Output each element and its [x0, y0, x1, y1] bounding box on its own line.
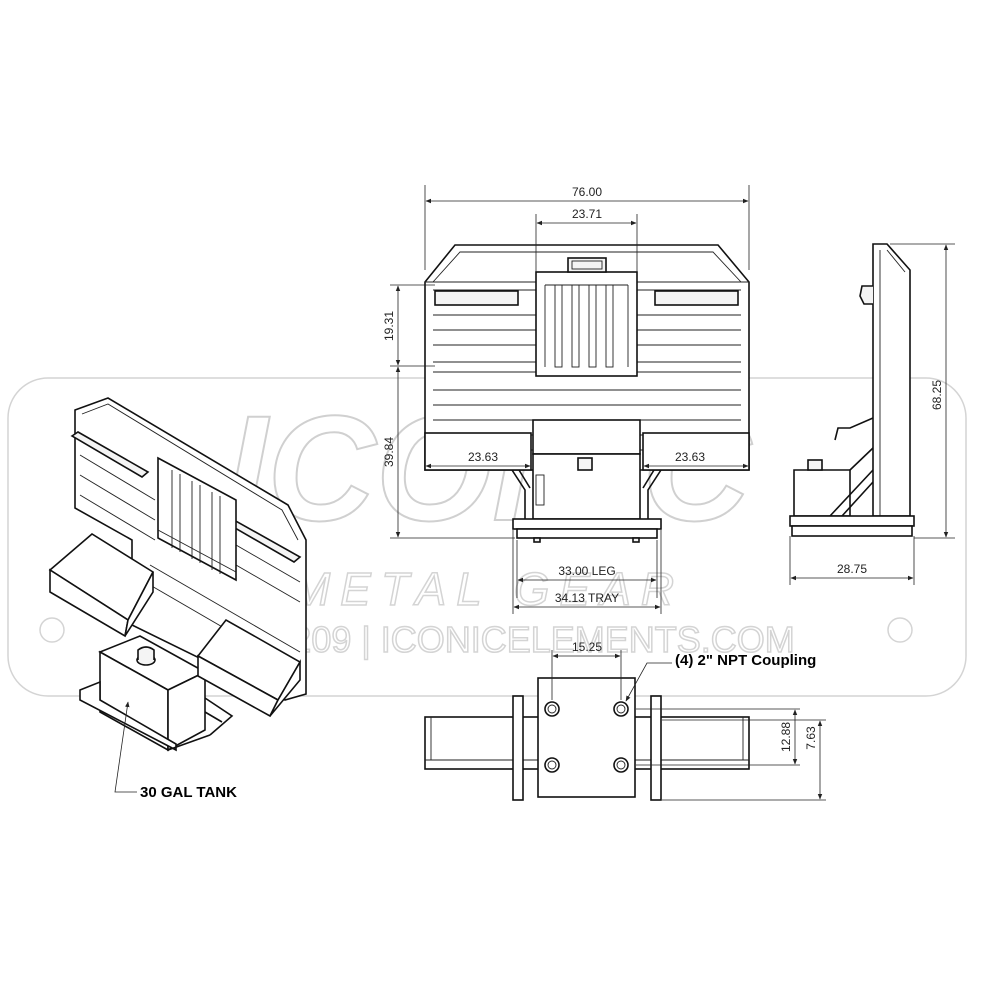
front-light-bar-right: [654, 290, 739, 306]
front-tray: [512, 518, 662, 530]
iso-window-bars: [157, 470, 237, 574]
top-tray-right: [650, 695, 662, 801]
front-leg-left: [511, 469, 531, 519]
side-tank-cap: [807, 459, 823, 471]
dim-tray: 34.13 TRAY: [555, 591, 619, 605]
dim-depth-b: 7.63: [804, 726, 818, 750]
side-tray: [789, 515, 915, 527]
dim-side-height: 68.25: [930, 380, 944, 410]
dim-depth-a: 12.88: [779, 722, 793, 752]
tank-callout: 30 GAL TANK: [114, 701, 237, 801]
dim-right-box: 23.63: [675, 450, 705, 464]
tank-label: 30 GAL TANK: [140, 784, 237, 801]
front-window-bars: [544, 284, 629, 368]
front-tank-cap: [577, 457, 593, 471]
coupling-callout: (4) 2" NPT Coupling: [625, 652, 816, 702]
side-brace: [829, 447, 874, 517]
front-tray-base: [516, 528, 658, 539]
coupling-4: [613, 757, 629, 773]
side-view: [789, 243, 915, 537]
top-dimensions: 15.25 12.88 7.63: [551, 640, 826, 801]
top-couplings: [544, 701, 629, 773]
iso-light-bar-left: [70, 431, 150, 478]
side-dimensions: 68.25 28.75: [789, 243, 955, 585]
iso-center-window: [157, 456, 237, 582]
front-leg-right: [642, 469, 662, 519]
dim-overall-width: 76.00: [572, 185, 602, 199]
side-bracket: [834, 417, 874, 441]
side-tray-base: [791, 525, 913, 537]
top-tank: [537, 677, 636, 798]
front-tank-top: [532, 419, 641, 455]
front-center-window: [535, 271, 638, 377]
dim-leg: 33.00 LEG: [558, 564, 615, 578]
coupling-1: [544, 701, 560, 717]
watermark-dot-left: [39, 617, 65, 643]
side-rack: [872, 243, 911, 517]
side-tank: [793, 469, 851, 517]
front-dimensions: 76.00 23.71 19.31 39.84 23.63 23.63 33.0…: [382, 185, 750, 614]
iso-toolbox-left-side: [124, 571, 154, 637]
coupling-label: (4) 2" NPT Coupling: [675, 652, 816, 669]
watermark-dot-right: [887, 617, 913, 643]
top-tray-left: [512, 695, 524, 801]
coupling-2: [613, 701, 629, 717]
iso-toolbox-right-side: [269, 659, 301, 717]
top-view: [424, 677, 750, 801]
side-light: [859, 285, 873, 305]
front-view: [424, 244, 750, 543]
front-plate: [567, 257, 607, 273]
iso-tray: [79, 680, 177, 752]
dim-left-box: 23.63: [468, 450, 498, 464]
dim-lower-height: 39.84: [382, 437, 396, 467]
dim-coupling-spacing: 15.25: [572, 640, 602, 654]
iso-tank-side: [167, 670, 206, 752]
dim-upper-height: 19.31: [382, 311, 396, 341]
dim-side-depth: 28.75: [837, 562, 867, 576]
iso-brace: [204, 697, 234, 736]
isometric-view: [48, 397, 307, 752]
coupling-3: [544, 757, 560, 773]
dim-center-width: 23.71: [572, 207, 602, 221]
front-light-bar-left: [434, 290, 519, 306]
